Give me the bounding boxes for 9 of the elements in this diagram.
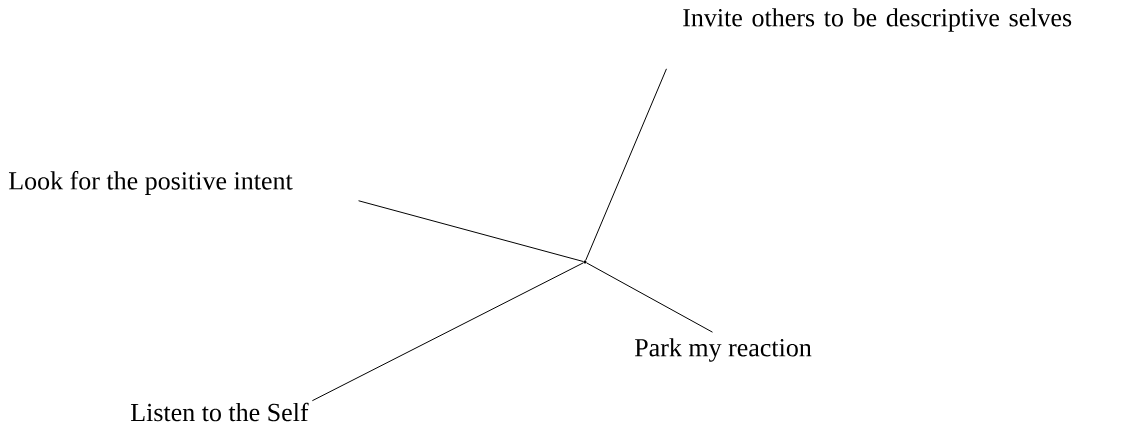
line: [586, 262, 713, 333]
line: [358, 200, 584, 263]
text-label: Listen to the Self: [130, 402, 309, 422]
junction-point: [583, 260, 587, 264]
line: [585, 68, 667, 261]
text-label: Invite others to be descriptive selves: [683, 8, 1072, 32]
text-label: Park my reaction: [634, 338, 812, 362]
line: [311, 262, 584, 402]
text-label: Look for the positive intent: [8, 171, 293, 195]
